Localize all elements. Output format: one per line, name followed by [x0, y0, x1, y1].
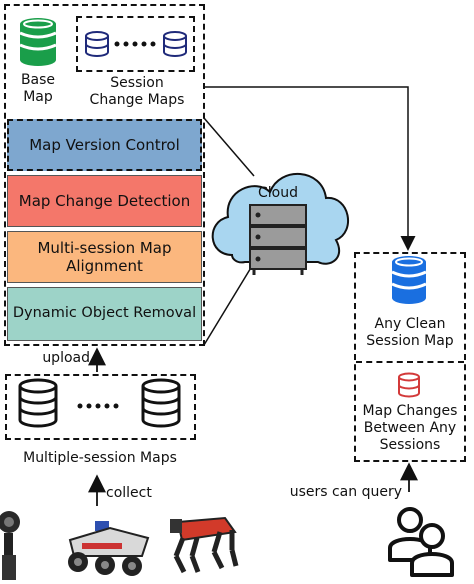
- handheld-sensor-icon: [0, 511, 20, 580]
- multi-session-database-icon-right: [141, 378, 181, 428]
- users-icon: [388, 507, 454, 577]
- multi-session-alignment-line1: Multi-session Map: [37, 239, 172, 257]
- ellipsis-dots-bottom: [77, 403, 119, 409]
- query-results-divider: [356, 361, 464, 363]
- legged-robot-icon: [170, 516, 239, 574]
- ellipsis-dots-top: [114, 41, 156, 47]
- server-icon: [249, 204, 307, 275]
- multiple-session-maps-box: [5, 374, 196, 440]
- map-changes-line3: Sessions: [379, 436, 441, 453]
- base-map-label-line1: Base: [20, 72, 56, 88]
- connector-stack-cloud-top: [203, 117, 255, 177]
- session-change-database-icon-right: [163, 31, 187, 57]
- collect-label: collect: [106, 485, 152, 501]
- connector-stack-cloud-bottom: [203, 265, 253, 346]
- session-change-database-icon-left: [85, 31, 109, 57]
- wheeled-robot-icon: [68, 521, 150, 576]
- session-change-maps-box: [76, 16, 195, 72]
- multi-session-alignment-layer: Multi-session Map Alignment: [7, 231, 202, 283]
- dynamic-object-removal-label: Dynamic Object Removal: [12, 305, 197, 322]
- upload-label: upload: [42, 350, 90, 366]
- map-changes-line1: Map Changes: [362, 403, 458, 419]
- session-change-maps-line2: Change Maps: [89, 91, 185, 108]
- query-results-box: [354, 252, 466, 462]
- any-clean-session-map-label: Any Clean Session Map: [354, 316, 466, 350]
- clean-session-database-icon: [391, 256, 427, 304]
- map-changes-label: Map Changes Between Any Sessions: [354, 403, 466, 453]
- map-version-control-layer: Map Version Control: [7, 119, 202, 171]
- users-query-label: users can query: [289, 484, 402, 500]
- map-change-detection-label: Map Change Detection: [18, 192, 191, 210]
- dynamic-object-removal-layer: Dynamic Object Removal: [7, 287, 202, 341]
- base-map-label: Base Map: [14, 72, 62, 106]
- map-change-detection-layer: Map Change Detection: [7, 175, 202, 227]
- session-change-maps-line1: Session: [110, 75, 164, 91]
- any-clean-line1: Any Clean: [374, 316, 446, 332]
- map-storage-container: [4, 4, 205, 346]
- multi-session-database-icon-left: [18, 378, 58, 428]
- multiple-session-maps-label: Multiple-session Maps: [23, 450, 177, 466]
- cloud-label: Cloud: [258, 185, 298, 201]
- base-map-label-line2: Map: [23, 88, 53, 105]
- any-clean-line2: Session Map: [366, 332, 454, 349]
- arrow-to-clean-map: [204, 86, 416, 251]
- multi-session-alignment-line2: Alignment: [66, 257, 143, 275]
- map-version-control-label: Map Version Control: [29, 136, 180, 154]
- base-map-database-icon: [19, 18, 57, 66]
- map-changes-line2: Between Any: [363, 419, 457, 436]
- session-change-maps-label: Session Change Maps: [78, 75, 196, 109]
- map-changes-database-icon: [398, 372, 420, 398]
